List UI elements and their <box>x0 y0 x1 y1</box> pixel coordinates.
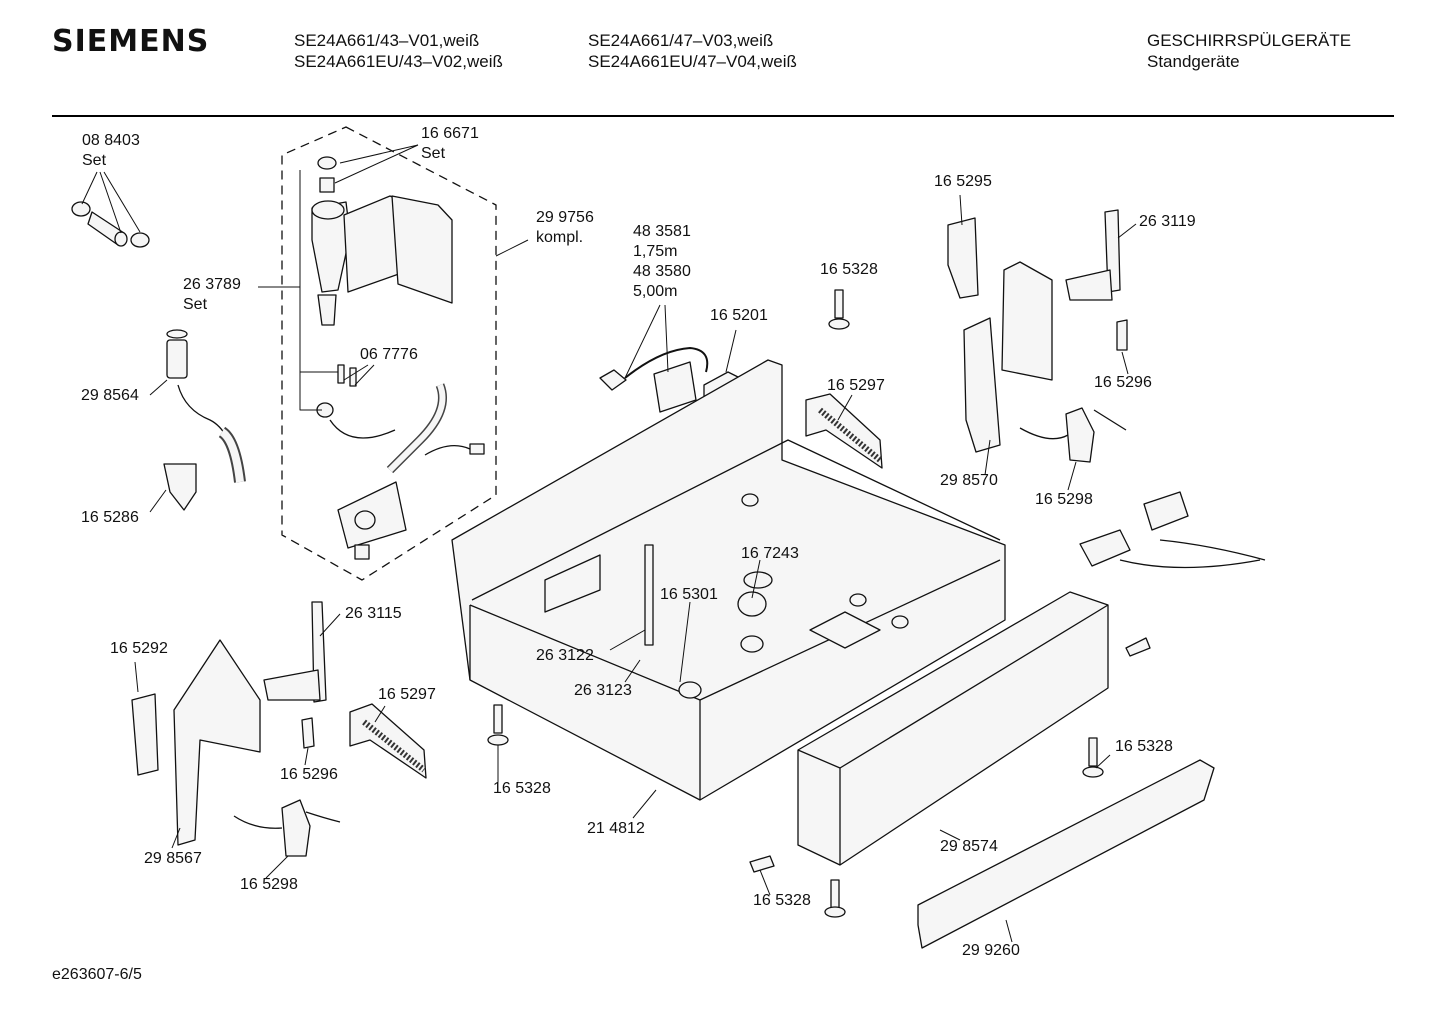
callout-165296-a: 16 5296 <box>1094 373 1152 393</box>
callout-263123: 26 3123 <box>574 681 632 701</box>
callout-167243: 16 7243 <box>741 544 799 564</box>
part-number: 16 7243 <box>741 545 799 562</box>
part-number: 06 7776 <box>360 346 418 363</box>
part-number: 16 5297 <box>378 686 436 703</box>
part-number: 48 3581 1,75m 48 3580 5,00m <box>633 223 691 300</box>
part-number: 16 5328 <box>1115 738 1173 755</box>
callout-165328-c: 16 5328 <box>1115 737 1173 757</box>
category-subtitle: Standgeräte <box>1147 52 1240 71</box>
part-number: 16 5286 <box>81 509 139 526</box>
part-number: 16 5301 <box>660 586 718 603</box>
part-number: 16 5296 <box>1094 374 1152 391</box>
category: GESCHIRRSPÜLGERÄTE Standgeräte <box>1147 30 1351 72</box>
callout-165296-b: 16 5296 <box>280 765 338 785</box>
brand-logo: SIEMENS <box>52 24 210 59</box>
model-name: SE24A661EU/47–V04,weiß <box>588 52 797 71</box>
bracket-assembly-right <box>947 209 1128 463</box>
callout-299756: 29 9756 kompl. <box>536 208 594 248</box>
part-number: 16 5201 <box>710 307 768 324</box>
screw-165328-top <box>828 289 850 330</box>
bracket-assembly-left <box>131 601 341 857</box>
spring-holder-upper <box>805 393 883 469</box>
callout-067776: 06 7776 <box>360 345 418 365</box>
callout-263119: 26 3119 <box>1139 212 1196 232</box>
screw-165328-mid <box>487 704 509 746</box>
part-number: 29 8574 <box>940 838 998 855</box>
part-number: 16 5328 <box>493 780 551 797</box>
drain-hose <box>166 329 246 483</box>
callout-263115: 26 3115 <box>345 604 402 624</box>
category-title: GESCHIRRSPÜLGERÄTE <box>1147 31 1352 50</box>
part-number: 29 9756 kompl. <box>536 209 594 246</box>
part-number: 26 3123 <box>574 682 632 699</box>
callout-263789: 26 3789 Set <box>183 275 241 315</box>
callout-165286: 16 5286 <box>81 508 139 528</box>
part-number: 08 8403 Set <box>82 132 140 169</box>
callout-165295: 16 5295 <box>934 172 992 192</box>
part-number: 16 5328 <box>820 261 878 278</box>
part-number: 29 8570 <box>940 472 998 489</box>
callout-165298-b: 16 5298 <box>240 875 298 895</box>
part-number: 29 9260 <box>962 942 1020 959</box>
header-rule <box>52 115 1394 117</box>
part-number: 26 3115 <box>345 605 402 622</box>
callout-165292: 16 5292 <box>110 639 168 659</box>
callout-165328-d: 16 5328 <box>753 891 811 911</box>
callout-214812: 21 4812 <box>587 819 645 839</box>
front-panel <box>797 591 1109 866</box>
model-name: SE24A661/47–V03,weiß <box>588 31 774 50</box>
callout-165298-a: 16 5298 <box>1035 490 1093 510</box>
part-number: 26 3789 Set <box>183 276 241 313</box>
model-name: SE24A661/43–V01,weiß <box>294 31 480 50</box>
model-list-1: SE24A661/43–V01,weiß SE24A661EU/43–V02,w… <box>294 30 503 72</box>
inlet-valve-assembly <box>311 156 485 560</box>
callout-165201: 16 5201 <box>710 306 768 326</box>
hose-clamp-set <box>71 201 150 248</box>
callout-088403: 08 8403 Set <box>82 131 140 171</box>
callout-165328-a: 16 5328 <box>820 260 878 280</box>
clip-165286 <box>163 463 197 511</box>
callout-298564: 29 8564 <box>81 386 139 406</box>
callout-165297-b: 16 5297 <box>378 685 436 705</box>
part-number: 16 5328 <box>753 892 811 909</box>
part-number: 29 8567 <box>144 850 202 867</box>
callout-165301: 16 5301 <box>660 585 718 605</box>
callout-298574: 29 8574 <box>940 837 998 857</box>
screw-165328-right <box>1082 737 1104 778</box>
part-number: 16 5295 <box>934 173 992 190</box>
part-number: 16 5298 <box>240 876 298 893</box>
part-number: 21 4812 <box>587 820 645 837</box>
part-number: 16 5297 <box>827 377 885 394</box>
callout-483581: 48 3581 1,75m 48 3580 5,00m <box>633 222 691 302</box>
part-number: 16 5296 <box>280 766 338 783</box>
screw-165328-bottom <box>749 637 1151 918</box>
callout-165328-b: 16 5328 <box>493 779 551 799</box>
part-number: 26 3122 <box>536 647 594 664</box>
part-number: 16 6671 Set <box>421 125 479 162</box>
leader-lines <box>81 144 1137 943</box>
plinth <box>917 759 1215 949</box>
base-tub <box>451 359 1006 801</box>
part-number: 16 5292 <box>110 640 168 657</box>
model-name: SE24A661EU/43–V02,weiß <box>294 52 503 71</box>
spring-holder-lower <box>349 703 427 779</box>
document-id: e263607-6/5 <box>52 966 142 983</box>
callout-165297-a: 16 5297 <box>827 376 885 396</box>
kit-boundary <box>281 126 497 581</box>
part-number: 16 5298 <box>1035 491 1093 508</box>
callout-263122: 26 3122 <box>536 646 594 666</box>
model-list-2: SE24A661/47–V03,weiß SE24A661EU/47–V04,w… <box>588 30 797 72</box>
part-number: 29 8564 <box>81 387 139 404</box>
callout-298570: 29 8570 <box>940 471 998 491</box>
wire-harness-connectors <box>1079 491 1266 569</box>
callout-299260: 29 9260 <box>962 941 1020 961</box>
callout-166671: 16 6671 Set <box>421 124 479 164</box>
callout-298567: 29 8567 <box>144 849 202 869</box>
part-number: 26 3119 <box>1139 213 1196 230</box>
